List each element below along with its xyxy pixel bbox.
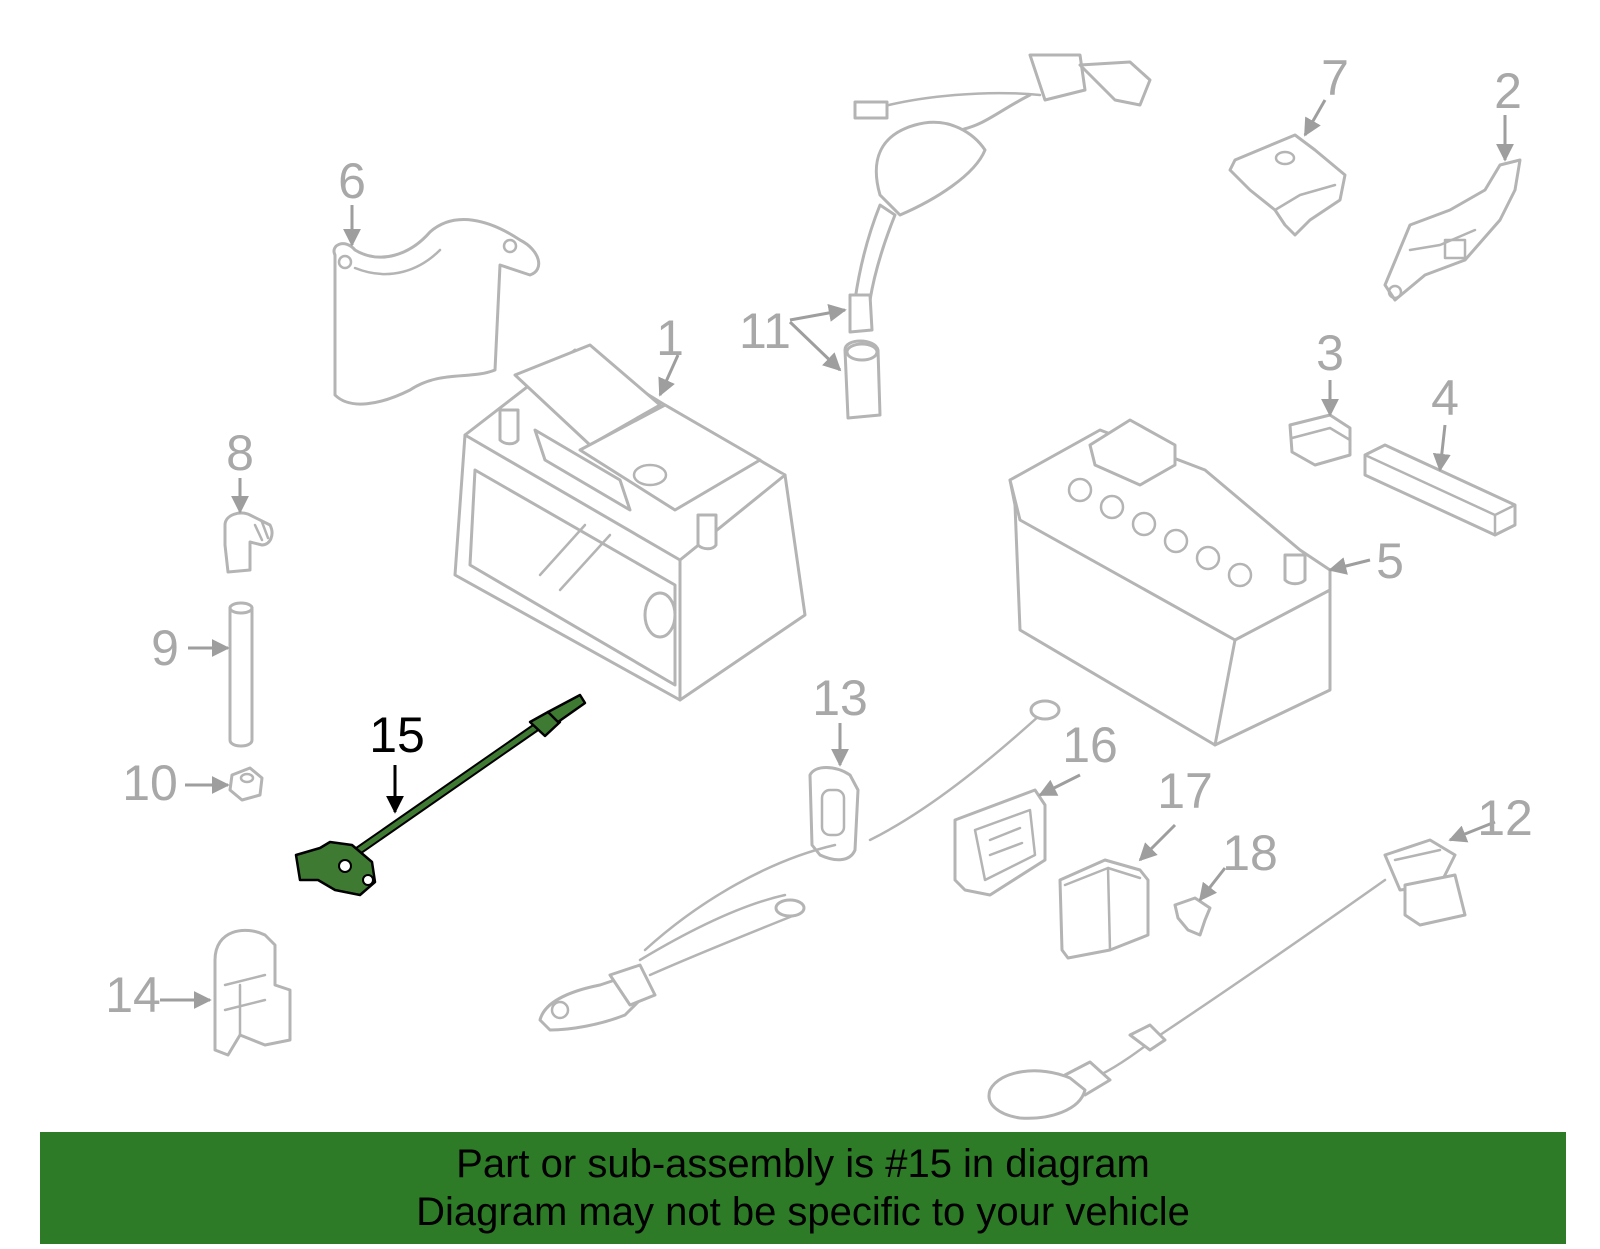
callout-17: 17 — [1157, 763, 1213, 819]
callout-12: 12 — [1477, 790, 1533, 846]
part-4-strip[interactable] — [1363, 424, 1517, 537]
part-8-fitting[interactable] — [223, 478, 274, 574]
part-14-housing[interactable] — [160, 928, 292, 1057]
callout-9: 9 — [151, 620, 179, 676]
callout-16: 16 — [1062, 717, 1118, 773]
callout-4: 4 — [1431, 370, 1459, 426]
part-5-battery[interactable] — [1008, 418, 1371, 747]
part-16-module[interactable] — [953, 773, 1081, 897]
callout-2: 2 — [1494, 63, 1522, 119]
callout-15: 15 — [369, 707, 425, 763]
callout-1: 1 — [656, 310, 684, 366]
callout-13: 13 — [812, 670, 868, 726]
part-7-bracket[interactable] — [1228, 99, 1347, 237]
callout-14: 14 — [105, 967, 161, 1023]
callout-7: 7 — [1321, 50, 1349, 106]
part-3-clip[interactable] — [1288, 380, 1352, 467]
callout-8: 8 — [226, 425, 254, 481]
part-13-cable[interactable] — [538, 699, 1061, 1032]
banner-line-2: Diagram may not be specific to your vehi… — [416, 1190, 1190, 1234]
part-1-battery[interactable] — [453, 343, 807, 702]
part-17-cover[interactable] — [1058, 823, 1177, 960]
part-15-cable-highlighted[interactable] — [294, 693, 587, 897]
callout-11: 11 — [739, 303, 791, 359]
part-18-clip[interactable] — [1173, 867, 1227, 937]
callout-10: 10 — [122, 755, 178, 811]
callout-3: 3 — [1316, 325, 1344, 381]
part-12-cable[interactable] — [987, 820, 1496, 1120]
callout-5: 5 — [1376, 533, 1404, 589]
part-6-bracket[interactable] — [332, 218, 541, 406]
banner-line-1: Part or sub-assembly is #15 in diagram — [456, 1142, 1150, 1186]
part-2-bracket[interactable] — [1383, 115, 1522, 302]
part-11-cable[interactable] — [788, 53, 1152, 420]
callout-6: 6 — [338, 153, 366, 209]
callout-18: 18 — [1222, 825, 1278, 881]
part-9-tube[interactable] — [188, 601, 254, 748]
part-10-nut[interactable] — [185, 766, 264, 802]
info-banner: Part or sub-assembly is #15 in diagram D… — [40, 1132, 1566, 1244]
